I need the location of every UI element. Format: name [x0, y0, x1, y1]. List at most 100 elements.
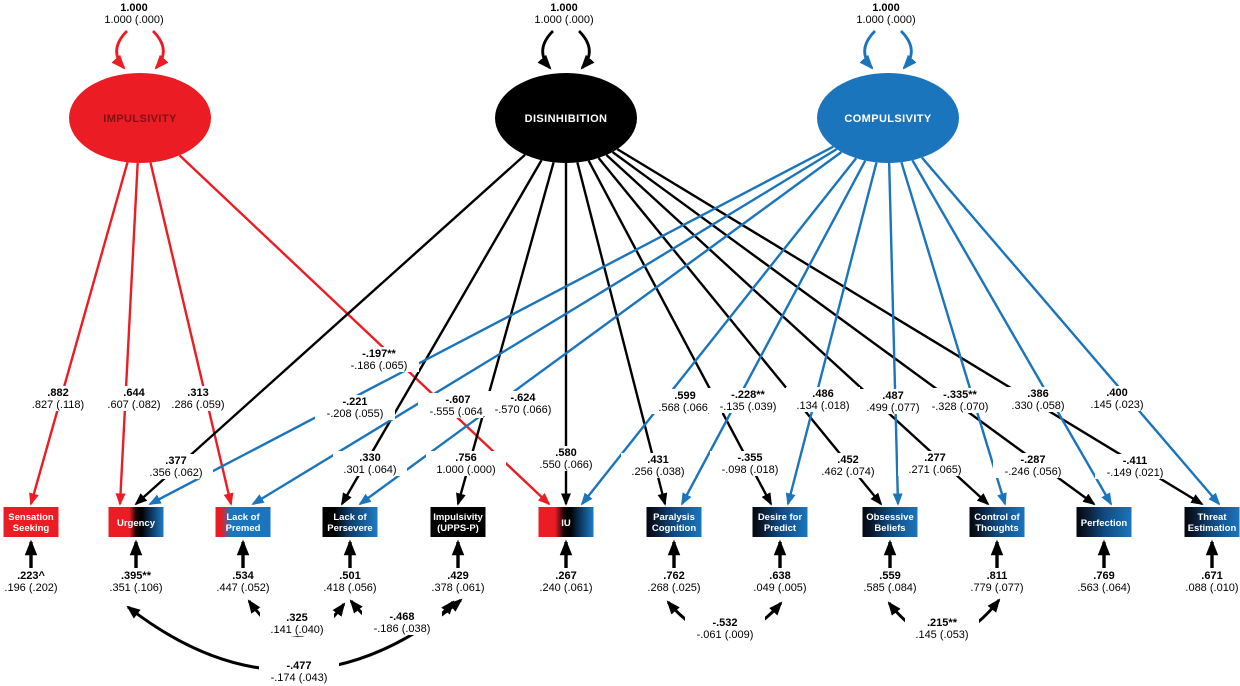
path-dis-upps — [456, 161, 555, 506]
path-label-dis-obsessive-value: .452 — [837, 454, 858, 466]
path-dis-persev — [340, 159, 543, 506]
path-label-com-persev-bg — [483, 391, 563, 416]
path-label-imp-premed-value: .313 — [187, 387, 208, 399]
residual-unstd-desire: .049 (.005) — [753, 582, 806, 594]
variance-value: 1.000 — [550, 2, 578, 14]
residual-value-desire: .638 — [769, 570, 790, 582]
latent-label: DISINHIBITION — [525, 113, 608, 125]
observed-control — [969, 507, 1025, 537]
path-label-dis-paralysis-unstd: .256 (.038) — [631, 466, 684, 478]
residual-unstd-urg: .351 (.106) — [109, 582, 162, 594]
covariance-label-paralysis-desire-value: -.532 — [712, 617, 737, 629]
residual-value-obsessive: .559 — [879, 570, 900, 582]
residual-value-upps: .429 — [447, 570, 468, 582]
path-dis-paralysis — [576, 162, 668, 506]
observed-desire — [752, 507, 808, 537]
path-com-perfection — [911, 159, 1113, 506]
path-dis-control — [605, 154, 990, 506]
covariance-label-premed-persev-unstd: .141 (.040) — [270, 624, 323, 636]
residual-value-ss: .223^ — [17, 570, 45, 582]
path-label-com-iu-unstd: .568 (.066) — [658, 402, 711, 414]
path-label-dis-desire-bg — [710, 451, 790, 476]
path-label-com-threat-value: .400 — [1106, 387, 1127, 399]
path-com-persev — [358, 151, 843, 506]
path-label-dis-persev-value: .330 — [359, 452, 380, 464]
path-label-com-threat-bg — [1080, 386, 1154, 411]
observed-obsessive — [862, 507, 918, 537]
variance-value: 1.000 — [872, 2, 900, 14]
path-label-dis-iu-bg — [529, 446, 603, 471]
path-com-obsessive — [887, 162, 903, 506]
path-label-dis-upps-value: .756 — [455, 452, 476, 464]
residual-unstd-iu: .240 (.061) — [539, 582, 592, 594]
variance-unstd: 1.000 (.000) — [534, 14, 593, 26]
path-label-com-paralysis-bg — [708, 388, 788, 413]
latent-disinhibition — [495, 73, 637, 163]
variance-unstd: 1.000 (.000) — [104, 14, 163, 26]
paths-layer — [29, 145, 1221, 506]
path-label-dis-upps-bg — [426, 451, 506, 476]
path-label-com-control-unstd: -.328 (.070) — [932, 401, 989, 413]
path-label-dis-iu-value: .580 — [555, 447, 576, 459]
residual-unstd-obsessive: .585 (.084) — [863, 582, 916, 594]
observed-premed — [215, 507, 271, 537]
covariance-label-obsessive-control-unstd: .145 (.053) — [915, 629, 968, 641]
path-com-premed — [251, 148, 838, 506]
path-label-dis-perfection-value: -.287 — [1020, 454, 1045, 466]
path-label-com-perfection-value: .386 — [1027, 388, 1048, 400]
residual-value-threat: .671 — [1201, 570, 1222, 582]
path-label-dis-paralysis-bg — [621, 453, 695, 478]
path-label-dis-persev-bg — [333, 451, 407, 476]
path-label-imp-ss-value: .882 — [47, 387, 68, 399]
path-label-imp-iu-unstd: -.186 (.065) — [351, 360, 408, 372]
path-com-urg — [148, 145, 834, 506]
path-label-dis-iu-unstd: .550 (.066) — [539, 459, 592, 471]
residual-value-paralysis: .762 — [663, 570, 684, 582]
covariances-layer — [126, 598, 1001, 672]
path-label-com-threat-unstd: .145 (.023) — [1090, 399, 1143, 411]
path-label-dis-perfection-unstd: -.246 (.056) — [1005, 466, 1062, 478]
path-dis-desire — [587, 160, 773, 506]
path-label-imp-ss-bg — [21, 386, 95, 411]
residual-unstd-control: .779 (.077) — [970, 582, 1023, 594]
covariance-label-urg-upps-bg — [259, 659, 339, 684]
path-label-com-obsessive-bg — [856, 389, 930, 414]
residual-unstd-perfection: .563 (.064) — [1077, 582, 1130, 594]
covariance-label-persev-upps-value: -.468 — [389, 611, 414, 623]
observed-label-upps: Impulsivity(UPPS-P) — [433, 512, 483, 534]
path-com-threat — [920, 156, 1221, 506]
path-label-com-control-bg — [920, 388, 1000, 413]
path-imp-ss — [29, 161, 129, 506]
path-label-imp-premed-unstd: .286 (.059) — [171, 399, 224, 411]
path-label-dis-paralysis-value: .431 — [647, 454, 668, 466]
residual-unstd-paralysis: .268 (.025) — [647, 582, 700, 594]
path-label-imp-iu-bg — [339, 347, 419, 372]
variance-unstd: 1.000 (.000) — [856, 14, 915, 26]
residual-unstd-ss: .196 (.202) — [4, 582, 57, 594]
path-label-dis-urg-value: .377 — [165, 455, 186, 467]
covariance-label-urg-upps-value: -.477 — [286, 660, 311, 672]
path-label-dis-threat-unstd: -.149 (.021) — [1107, 467, 1164, 479]
path-label-dis-upps-unstd: 1.000 (.000) — [436, 464, 495, 476]
residual-value-premed: .534 — [232, 570, 254, 582]
latent-label: COMPULSIVITY — [844, 113, 932, 125]
observed-upps — [430, 507, 486, 537]
path-com-paralysis — [680, 160, 867, 506]
latent-compulsivity — [817, 73, 959, 163]
covariance-label-urg-upps-unstd: -.174 (.043) — [271, 672, 328, 684]
path-label-com-urg-unstd: -.208 (.055) — [327, 408, 384, 420]
path-dis-urg — [134, 153, 526, 506]
path-label-dis-control-value: .277 — [924, 452, 945, 464]
path-label-com-iu-value: .599 — [674, 390, 695, 402]
path-imp-iu — [178, 154, 551, 506]
path-label-dis-urg-unstd: .356 (.062) — [149, 467, 202, 479]
path-label-dis-threat-bg — [1095, 454, 1175, 479]
residual-value-control: .811 — [987, 570, 1008, 582]
